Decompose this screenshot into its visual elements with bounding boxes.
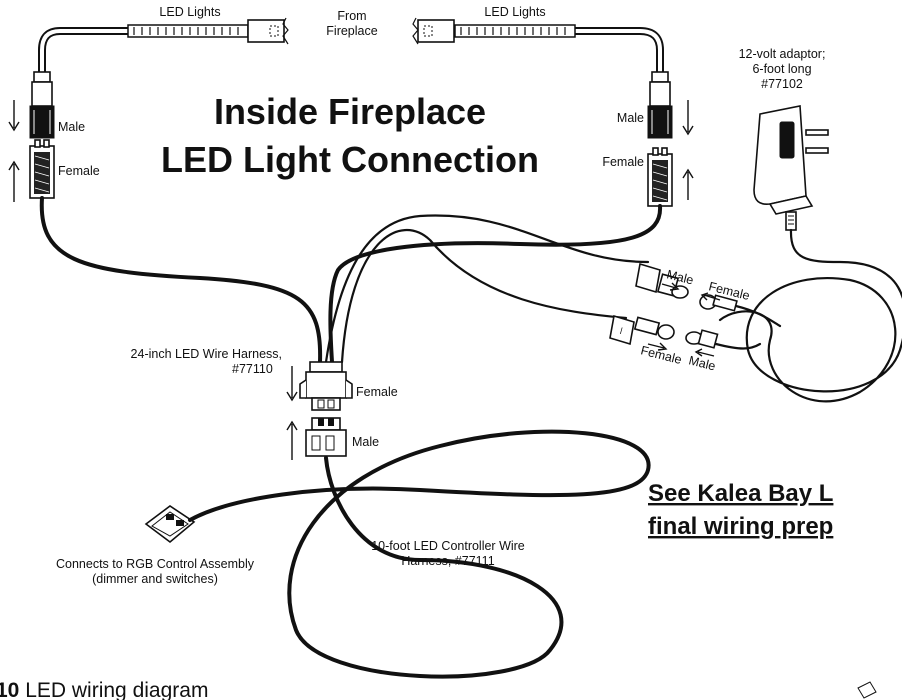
label-plug-male-bottom: Male [687,353,717,373]
label-harness10-1: 10-foot LED Controller Wire [371,539,525,553]
label-harness10-2: Harness, #77111 [401,554,494,568]
see-reference-line-2[interactable]: final wiring prep [648,513,833,540]
label-led-lights-right: LED Lights [484,5,545,19]
rgb-connector [144,505,196,544]
label-led-lights-left: LED Lights [159,5,220,19]
arrow-plug-female-bottom [647,342,668,351]
arrow-down-right [682,100,694,136]
left-led-strip [38,17,289,80]
label-rgb-2: (dimmer and switches) [92,572,218,586]
arrow-plug-male [661,282,680,291]
label-male-left: Male [58,120,85,134]
label-female-left: Female [58,164,100,178]
plug-wire-top [734,304,782,328]
caption-text: LED wiring diagram [19,679,208,700]
right-female-connector [647,147,673,207]
label-fireplace: Fireplace [326,24,377,38]
label-from: From [337,9,366,23]
right-wire [328,204,663,364]
arrow-up-left [8,160,20,202]
power-wire-b [340,229,628,364]
see-reference-line-1[interactable]: See Kalea Bay L [648,480,833,507]
title-line-1: Inside Fireplace [214,91,486,132]
label-rgb-1: Connects to RGB Control Assembly [56,557,255,571]
power-adaptor [753,105,829,231]
label-adaptor-3: #77102 [761,77,803,91]
label-female-right: Female [602,155,644,169]
label-harness-female: Female [356,385,398,399]
plug-wire-bottom [714,342,762,350]
harness-male-connector [305,417,347,457]
right-led-strip [412,17,664,80]
left-wire [39,196,323,364]
corner-shape [857,681,877,699]
adaptor-cable-coil [718,228,902,403]
arrow-plug-female [700,292,721,301]
arrow-up-right [682,168,694,200]
arrow-harness-up [286,420,298,460]
right-male-connector [647,71,673,139]
svg-text:/: / [620,326,623,336]
arrow-down-left [8,100,20,132]
left-female-connector [29,139,55,199]
label-male-right: Male [617,111,644,125]
label-adaptor-1: 12-volt adaptor; [739,47,826,61]
arrow-harness-down [286,366,298,402]
power-wire-a [324,214,650,364]
caption-number: 10 [0,679,19,700]
inline-plug-bottom: / [609,314,719,349]
arrow-plug-male-bottom [694,348,715,357]
left-male-connector [29,71,55,139]
label-harness24-2: #77110 [232,362,273,376]
figure-caption: 10 LED wiring diagram [0,679,208,700]
title-line-2: LED Light Connection [161,139,539,180]
label-adaptor-2: 6-foot long [752,62,811,76]
label-plug-male-top: Male [665,267,695,287]
label-harness24-1: 24-inch LED Wire Harness, [131,347,282,361]
harness-female-connector [299,361,353,411]
label-harness-male: Male [352,435,379,449]
controller-harness-loop [188,429,651,679]
